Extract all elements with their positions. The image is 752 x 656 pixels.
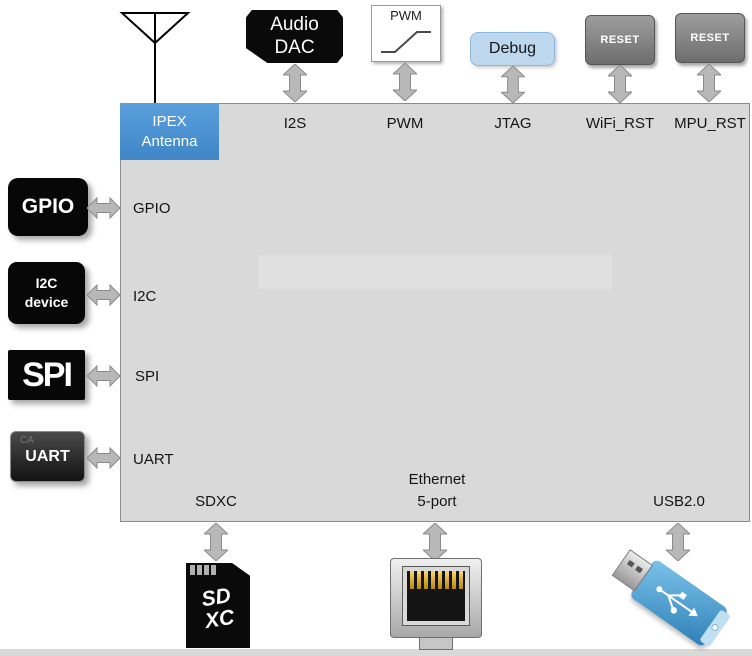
usb-drive-body	[611, 549, 731, 648]
ethernet-jack-cavity	[407, 571, 465, 621]
i2c-device-line1: I2C	[35, 275, 58, 292]
arrow-jtag	[501, 66, 525, 103]
arrow-gpio	[87, 196, 120, 220]
sd-card: SD XC	[186, 563, 250, 648]
mpu-reset-label: RESET	[690, 32, 730, 44]
pwm-module-box: PWM	[371, 5, 441, 62]
port-label-ethernet-line2: 5-port	[417, 493, 457, 510]
port-label-pwm: PWM	[386, 115, 424, 132]
pwm-module-label: PWM	[390, 8, 422, 23]
arrow-i2s	[283, 64, 307, 102]
board-highlight	[258, 255, 612, 289]
audio-dac-line1: Audio	[270, 13, 319, 35]
spi-device-box: SPI	[8, 350, 85, 400]
ethernet-jack-pins	[410, 571, 463, 589]
arrow-uart	[87, 446, 120, 470]
port-label-i2c: I2C	[133, 288, 157, 305]
uart-watermark: CA	[20, 435, 34, 446]
wifi-reset-label: RESET	[600, 34, 640, 46]
i2c-device-box: I2C device	[8, 262, 85, 324]
pwm-curve-icon	[381, 31, 431, 53]
arrow-spi	[87, 364, 120, 388]
audio-dac-box: Audio DAC	[246, 10, 343, 63]
wifi-reset-button: RESET	[585, 15, 655, 65]
mpu-reset-button: RESET	[675, 13, 745, 63]
debug-label: Debug	[488, 40, 537, 57]
gpio-device-label: GPIO	[21, 195, 75, 218]
audio-dac-line2: DAC	[274, 36, 315, 58]
i2c-device-line2: device	[24, 294, 69, 310]
ipex-line2: Antenna	[141, 132, 198, 150]
uart-device-box: CA UART	[10, 431, 85, 482]
arrow-i2c	[87, 283, 120, 307]
ipex-line1: IPEX	[152, 113, 187, 130]
arrow-sdxc	[204, 523, 228, 561]
port-label-gpio: GPIO	[133, 200, 171, 217]
arrow-ethernet	[423, 523, 447, 561]
arrow-usb	[666, 523, 690, 561]
port-label-spi: SPI	[135, 368, 160, 385]
usb-flash-drive	[610, 549, 731, 655]
sd-card-pins	[190, 565, 216, 575]
port-label-jtag: JTAG	[494, 115, 532, 132]
ipex-antenna-block: IPEX Antenna	[120, 103, 219, 160]
ethernet-jack-latch	[419, 637, 453, 650]
port-label-ethernet-line1: Ethernet	[408, 471, 466, 488]
sd-card-logo: SD XC	[186, 582, 250, 636]
arrow-mpu-rst	[697, 64, 721, 102]
soc-board	[120, 103, 750, 522]
port-label-mpu-rst: MPU_RST	[674, 115, 746, 132]
ethernet-jack	[390, 558, 482, 638]
port-label-wifi-rst: WiFi_RST	[585, 115, 655, 132]
spi-device-label: SPI	[22, 355, 73, 394]
usb-trident-icon	[656, 586, 698, 617]
bottom-edge-strip	[0, 649, 752, 656]
arrow-wifi-rst	[608, 65, 632, 103]
usb-connector	[611, 549, 653, 592]
uart-device-label: UART	[25, 447, 70, 465]
arrow-pwm	[393, 63, 417, 101]
port-label-usb: USB2.0	[653, 493, 705, 510]
port-label-i2s: I2S	[283, 115, 307, 132]
ethernet-jack-opening	[402, 566, 470, 626]
debug-probe-box: Debug	[470, 32, 555, 66]
port-label-uart: UART	[133, 451, 174, 468]
gpio-device-box: GPIO	[8, 178, 88, 236]
antenna-icon	[119, 12, 191, 104]
sd-logo-line2: XC	[203, 605, 236, 634]
port-label-sdxc: SDXC	[195, 493, 237, 510]
